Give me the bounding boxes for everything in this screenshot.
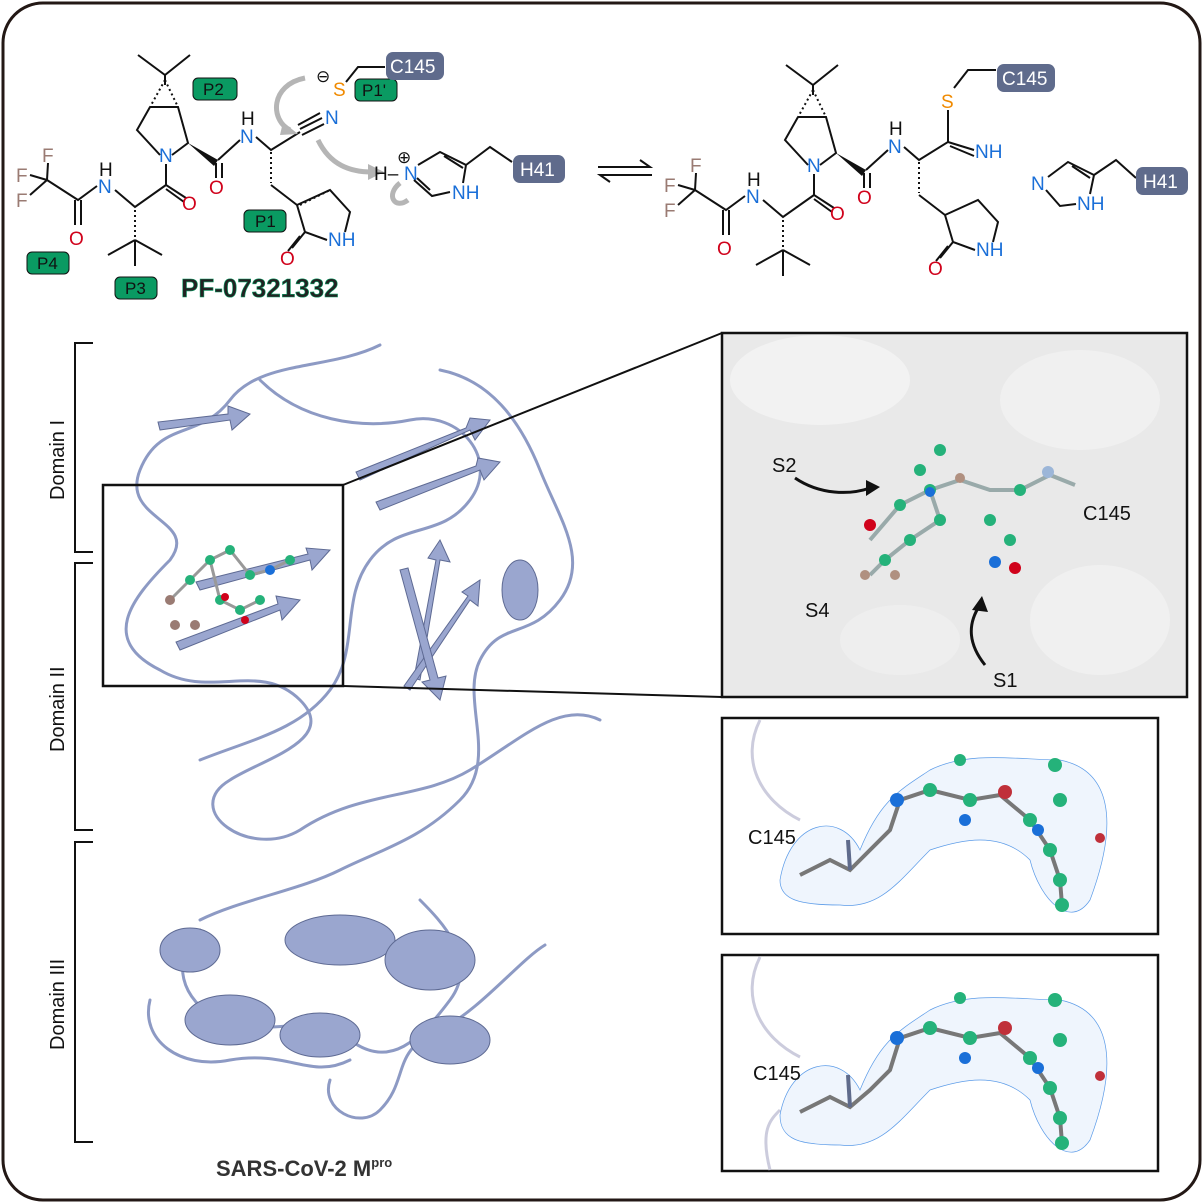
atom-h: H [99,160,113,181]
atom-f: F [16,166,28,187]
atom-o: O [280,249,295,270]
svg-text:O: O [857,188,872,209]
his41-imidazolium: H– N ⊕ NH H41 [374,145,565,204]
residue-badge-h41: H41 [1143,172,1178,193]
svg-text:NH: NH [976,240,1003,261]
atom-f: F [42,146,54,167]
atom-o: O [182,194,197,215]
svg-text:P2: P2 [203,80,224,99]
atom-n: N [240,127,254,148]
svg-text:N: N [1031,174,1045,195]
svg-text:H: H [889,119,903,140]
svg-text:H: H [747,170,761,191]
thioimidate-adduct-structure: N O N H S NH NH O O N H O F F F [664,64,1003,280]
svg-text:NH: NH [1077,194,1104,215]
svg-text:N: N [807,156,821,177]
protein-ribbon [124,343,602,1120]
equilibrium-arrows-icon [596,159,654,183]
density-panel-2: C145 [720,953,1160,1173]
atom-f: F [16,191,28,212]
label-c145: C145 [1083,503,1131,525]
residue-badge-c145: C145 [1002,69,1047,90]
density-panel-1: C145 [720,716,1160,936]
svg-text:P3: P3 [125,279,146,298]
atom-o: O [69,229,84,250]
svg-text:NH: NH [975,142,1002,163]
atom-n: N [325,108,339,129]
svg-text:P1': P1' [362,81,386,100]
atom-nh: NH [328,230,355,251]
svg-text:P4: P4 [37,254,58,273]
label-s4: S4 [805,600,829,622]
curved-arrow-icon [315,138,373,175]
pocket-label-p2: P2 [192,77,238,101]
svg-text:F: F [690,156,702,177]
pocket-surface-panel: S2 C145 S4 S1 [720,331,1189,699]
atom-o: O [209,178,224,199]
atom-h: H– [374,164,399,185]
domain-label-i: Domain I [47,420,69,500]
atom-n: N [98,177,112,198]
residue-badge-c145: C145 [390,57,435,78]
binding-site-zoom-box [101,483,345,688]
atom-n: N [159,146,173,167]
compound-name: PF-07321332 [181,273,339,303]
structure-title: SARS-CoV-2 Mpro [216,1155,392,1181]
label-s2: S2 [772,455,796,477]
label-s1: S1 [993,670,1017,692]
svg-text:N: N [888,137,902,158]
his41-imidazole: N NH H41 [1031,158,1188,215]
atom-s: S [333,80,346,101]
atom-h: H [241,109,255,130]
domain-label-ii: Domain II [47,666,69,752]
svg-text:O: O [830,204,845,225]
svg-text:P1: P1 [255,212,276,231]
svg-text:O: O [928,259,943,280]
label-c145: C145 [748,827,796,849]
minus-charge: ⊖ [316,67,330,86]
svg-text:F: F [664,201,676,222]
svg-text:S: S [941,92,954,113]
pocket-labels: P2 P1' P1 P4 P3 [26,77,398,300]
inhibitor-structure: N O N H N NH O O N H O F F F [16,54,355,270]
plus-charge: ⊕ [397,148,411,167]
curved-arrow-icon [390,181,410,206]
pocket-label-p4: P4 [26,251,70,275]
svg-text:O: O [717,239,732,260]
pocket-label-p1prime: P1' [354,78,398,102]
label-c145: C145 [753,1063,801,1085]
pocket-label-p3: P3 [114,276,158,300]
residue-badge-h41: H41 [520,160,555,181]
atom-nh: NH [452,183,479,204]
bound-ligand-ball-and-stick [165,545,295,630]
pocket-label-p1: P1 [243,209,287,233]
zoom-connector-lines [342,332,723,698]
svg-text:F: F [664,176,676,197]
domain-brackets: Domain I Domain II Domain III [47,342,93,1143]
cys145-thiolate: ⊖ S C145 [316,52,444,101]
svg-text:N: N [746,187,760,208]
arrow-s2-icon [794,476,871,494]
domain-label-iii: Domain III [47,959,69,1050]
